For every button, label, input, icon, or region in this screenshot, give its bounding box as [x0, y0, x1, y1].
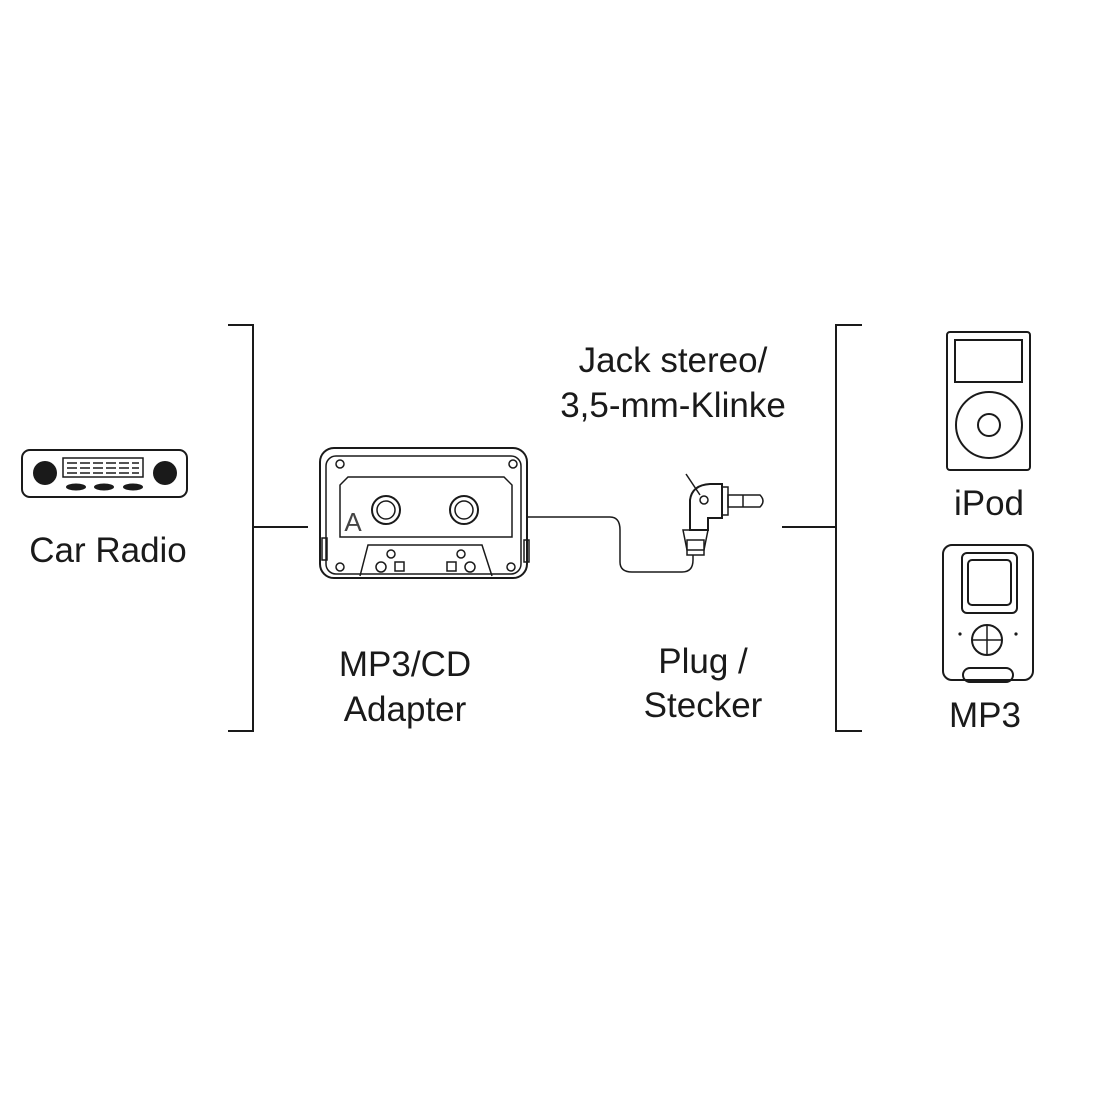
- mp3-player-icon: [942, 544, 1034, 683]
- ipod-label: iPod: [954, 484, 1024, 523]
- car-radio-icon: [21, 449, 188, 498]
- cassette-adapter-icon: A: [319, 447, 530, 579]
- adapter-label-line2: Adapter: [344, 690, 467, 729]
- plug-label-line2: Stecker: [644, 686, 763, 725]
- left-bracket: [228, 324, 308, 732]
- plug-icon: [682, 473, 764, 556]
- cassette-side-label: A: [344, 507, 362, 537]
- jack-label-line1: Jack stereo/: [579, 341, 768, 380]
- right-bracket: [782, 324, 862, 732]
- car-radio-label: Car Radio: [29, 531, 187, 570]
- adapter-label-line1: MP3/CD: [339, 645, 471, 684]
- mp3-label: MP3: [949, 696, 1021, 735]
- cable: [527, 516, 694, 573]
- ipod-icon: [946, 331, 1031, 471]
- plug-label-line1: Plug /: [658, 642, 748, 681]
- jack-label-line2: 3,5-mm-Klinke: [560, 386, 786, 425]
